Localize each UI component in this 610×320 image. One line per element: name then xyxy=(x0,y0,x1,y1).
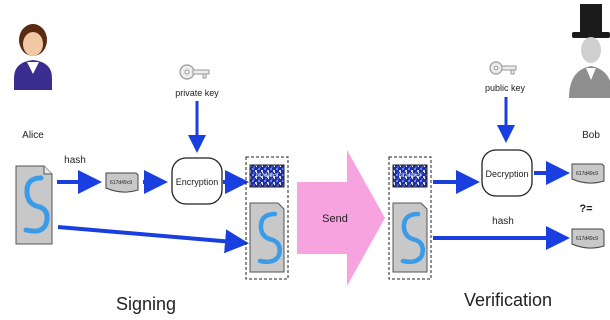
encrypted-text-signing: 617d49c9 xyxy=(256,173,278,179)
digest-text-decrypted: 617d49c9 xyxy=(576,171,598,177)
public-key-icon xyxy=(489,61,517,75)
compare-label: ?= xyxy=(579,203,592,215)
encryption-label: Encryption xyxy=(176,177,219,187)
bundle-document-signing xyxy=(249,202,285,273)
alice-avatar xyxy=(14,24,52,90)
encryption-process: Encryption xyxy=(171,157,223,205)
decryption-label: Decryption xyxy=(485,169,528,179)
signing-phase-label: Signing xyxy=(116,294,176,314)
digest-text-computed: 617d49c9 xyxy=(576,236,598,242)
signed-bundle-signing: 617d49c9 xyxy=(245,156,289,280)
decryption-process: Decryption xyxy=(481,149,533,197)
hash-label-signing: hash xyxy=(64,155,86,166)
digest-signing: 617d49c9 xyxy=(105,172,139,193)
original-document xyxy=(15,165,53,245)
send-label: Send xyxy=(322,213,348,225)
bundle-document-verification xyxy=(392,202,428,273)
encrypted-signature-verification xyxy=(392,164,428,188)
alice-label: Alice xyxy=(22,130,44,141)
digest-text-signing: 617d49c9 xyxy=(110,180,132,186)
signed-bundle-verification: 617d49c9 xyxy=(388,156,432,280)
private-key-label: private key xyxy=(175,88,219,98)
public-key-label: public key xyxy=(485,83,526,93)
digest-decrypted: 617d49c9 xyxy=(571,163,605,184)
private-key-icon xyxy=(179,64,210,80)
digest-computed: 617d49c9 xyxy=(571,228,605,249)
encrypted-signature-signing xyxy=(249,164,285,188)
verification-phase-label: Verification xyxy=(464,290,552,310)
encrypted-text-verification: 617d49c9 xyxy=(399,173,421,179)
hash-label-verification: hash xyxy=(492,216,514,227)
bob-avatar xyxy=(569,4,610,98)
send-arrow xyxy=(297,150,385,286)
document-to-bundle-arrow xyxy=(57,225,249,254)
bob-label: Bob xyxy=(582,130,600,141)
